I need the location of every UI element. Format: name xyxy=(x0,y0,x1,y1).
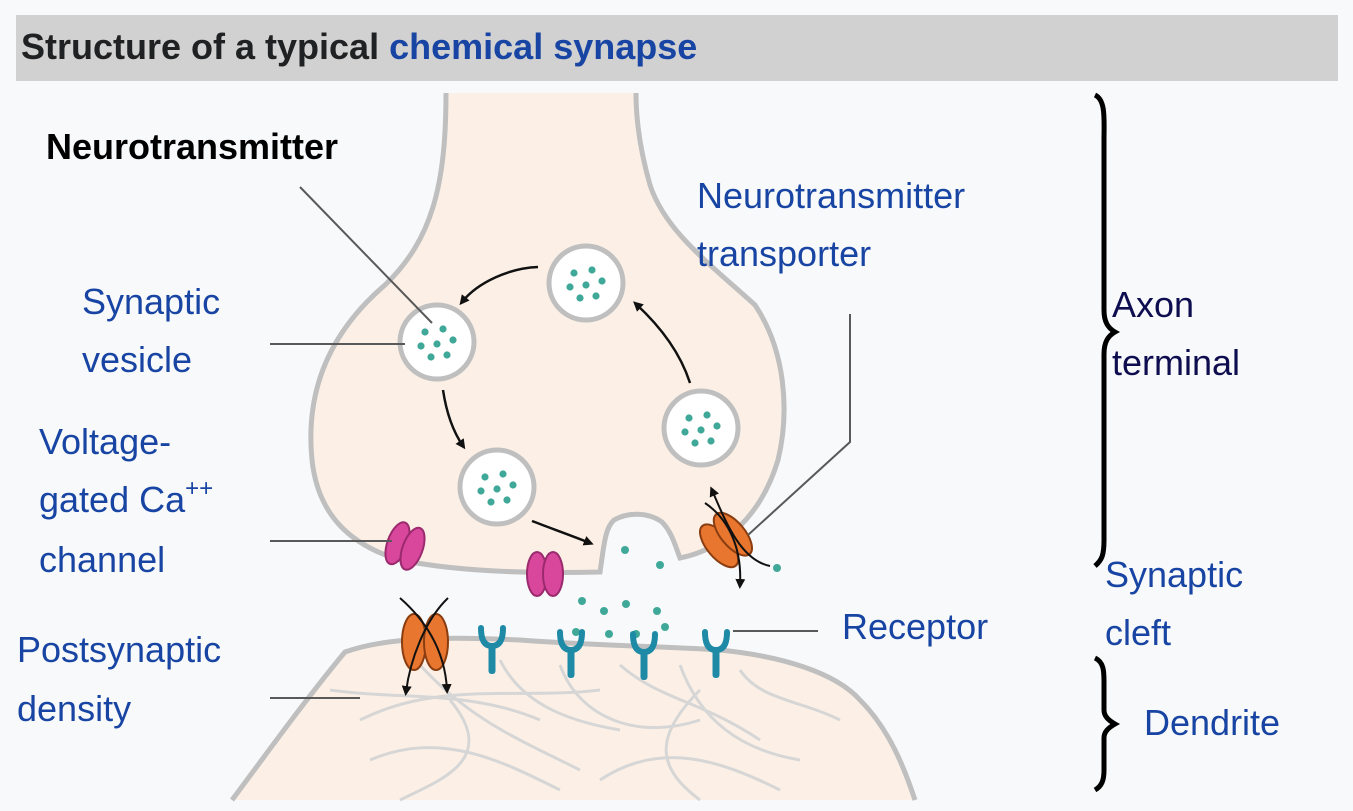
label-synaptic-cleft-line1: Synaptic xyxy=(1105,554,1243,595)
ion-channel-arrows xyxy=(399,597,452,696)
label-voltage-gated-line2: gated Ca++ xyxy=(39,475,213,520)
label-synaptic-vesicle-line1: Synaptic xyxy=(82,281,220,322)
label-synaptic-cleft-line2: cleft xyxy=(1105,612,1171,653)
calcium-channel-right xyxy=(526,551,564,597)
axon-terminal-shape xyxy=(308,92,787,575)
label-axon-terminal-line2: terminal xyxy=(1112,342,1240,383)
postsynaptic-ion-channel xyxy=(401,613,449,671)
label-neurotransmitter-transporter-line2: transporter xyxy=(697,233,871,274)
label-axon-terminal-line1: Axon xyxy=(1112,284,1194,325)
label-voltage-gated-line1: Voltage- xyxy=(39,421,171,462)
label-voltage-gated-superscript: ++ xyxy=(185,475,213,502)
vesicle-cycle-arrows xyxy=(441,265,692,546)
leader-lines xyxy=(270,186,851,699)
label-voltage-gated-line3: channel xyxy=(39,539,165,580)
vesicle-right xyxy=(661,388,741,468)
calcium-channel-left xyxy=(384,521,426,571)
label-voltage-gated-ca: gated Ca xyxy=(39,479,186,520)
vesicle-top xyxy=(546,243,626,323)
vesicle-bottom xyxy=(457,447,537,527)
vesicle-left xyxy=(397,302,477,382)
caption-prefix: Structure of a typical xyxy=(21,26,380,67)
label-dendrite: Dendrite xyxy=(1144,702,1280,743)
chemical-synapse-link[interactable]: chemical synapse xyxy=(389,26,698,67)
label-receptor: Receptor xyxy=(842,606,988,647)
dendrite-membrane xyxy=(229,635,918,802)
brace-dendrite xyxy=(1093,655,1121,793)
transporter-arrows xyxy=(704,486,771,589)
caption-bar xyxy=(16,15,1338,81)
label-neurotransmitter-transporter-line1: Neurotransmitter xyxy=(697,175,965,216)
label-postsynaptic-density-line2: density xyxy=(17,688,131,729)
postsynaptic-density-fibers xyxy=(329,659,841,802)
label-neurotransmitter: Neurotransmitter xyxy=(46,126,338,167)
brace-axon-terminal xyxy=(1093,92,1121,568)
caption-title: Structure of a typical chemical synapse xyxy=(21,26,697,68)
label-postsynaptic-density-line1: Postsynaptic xyxy=(17,629,221,670)
label-synaptic-vesicle-line2: vesicle xyxy=(82,339,192,380)
released-neurotransmitters xyxy=(572,546,781,638)
synaptic-vesicles xyxy=(397,243,741,527)
